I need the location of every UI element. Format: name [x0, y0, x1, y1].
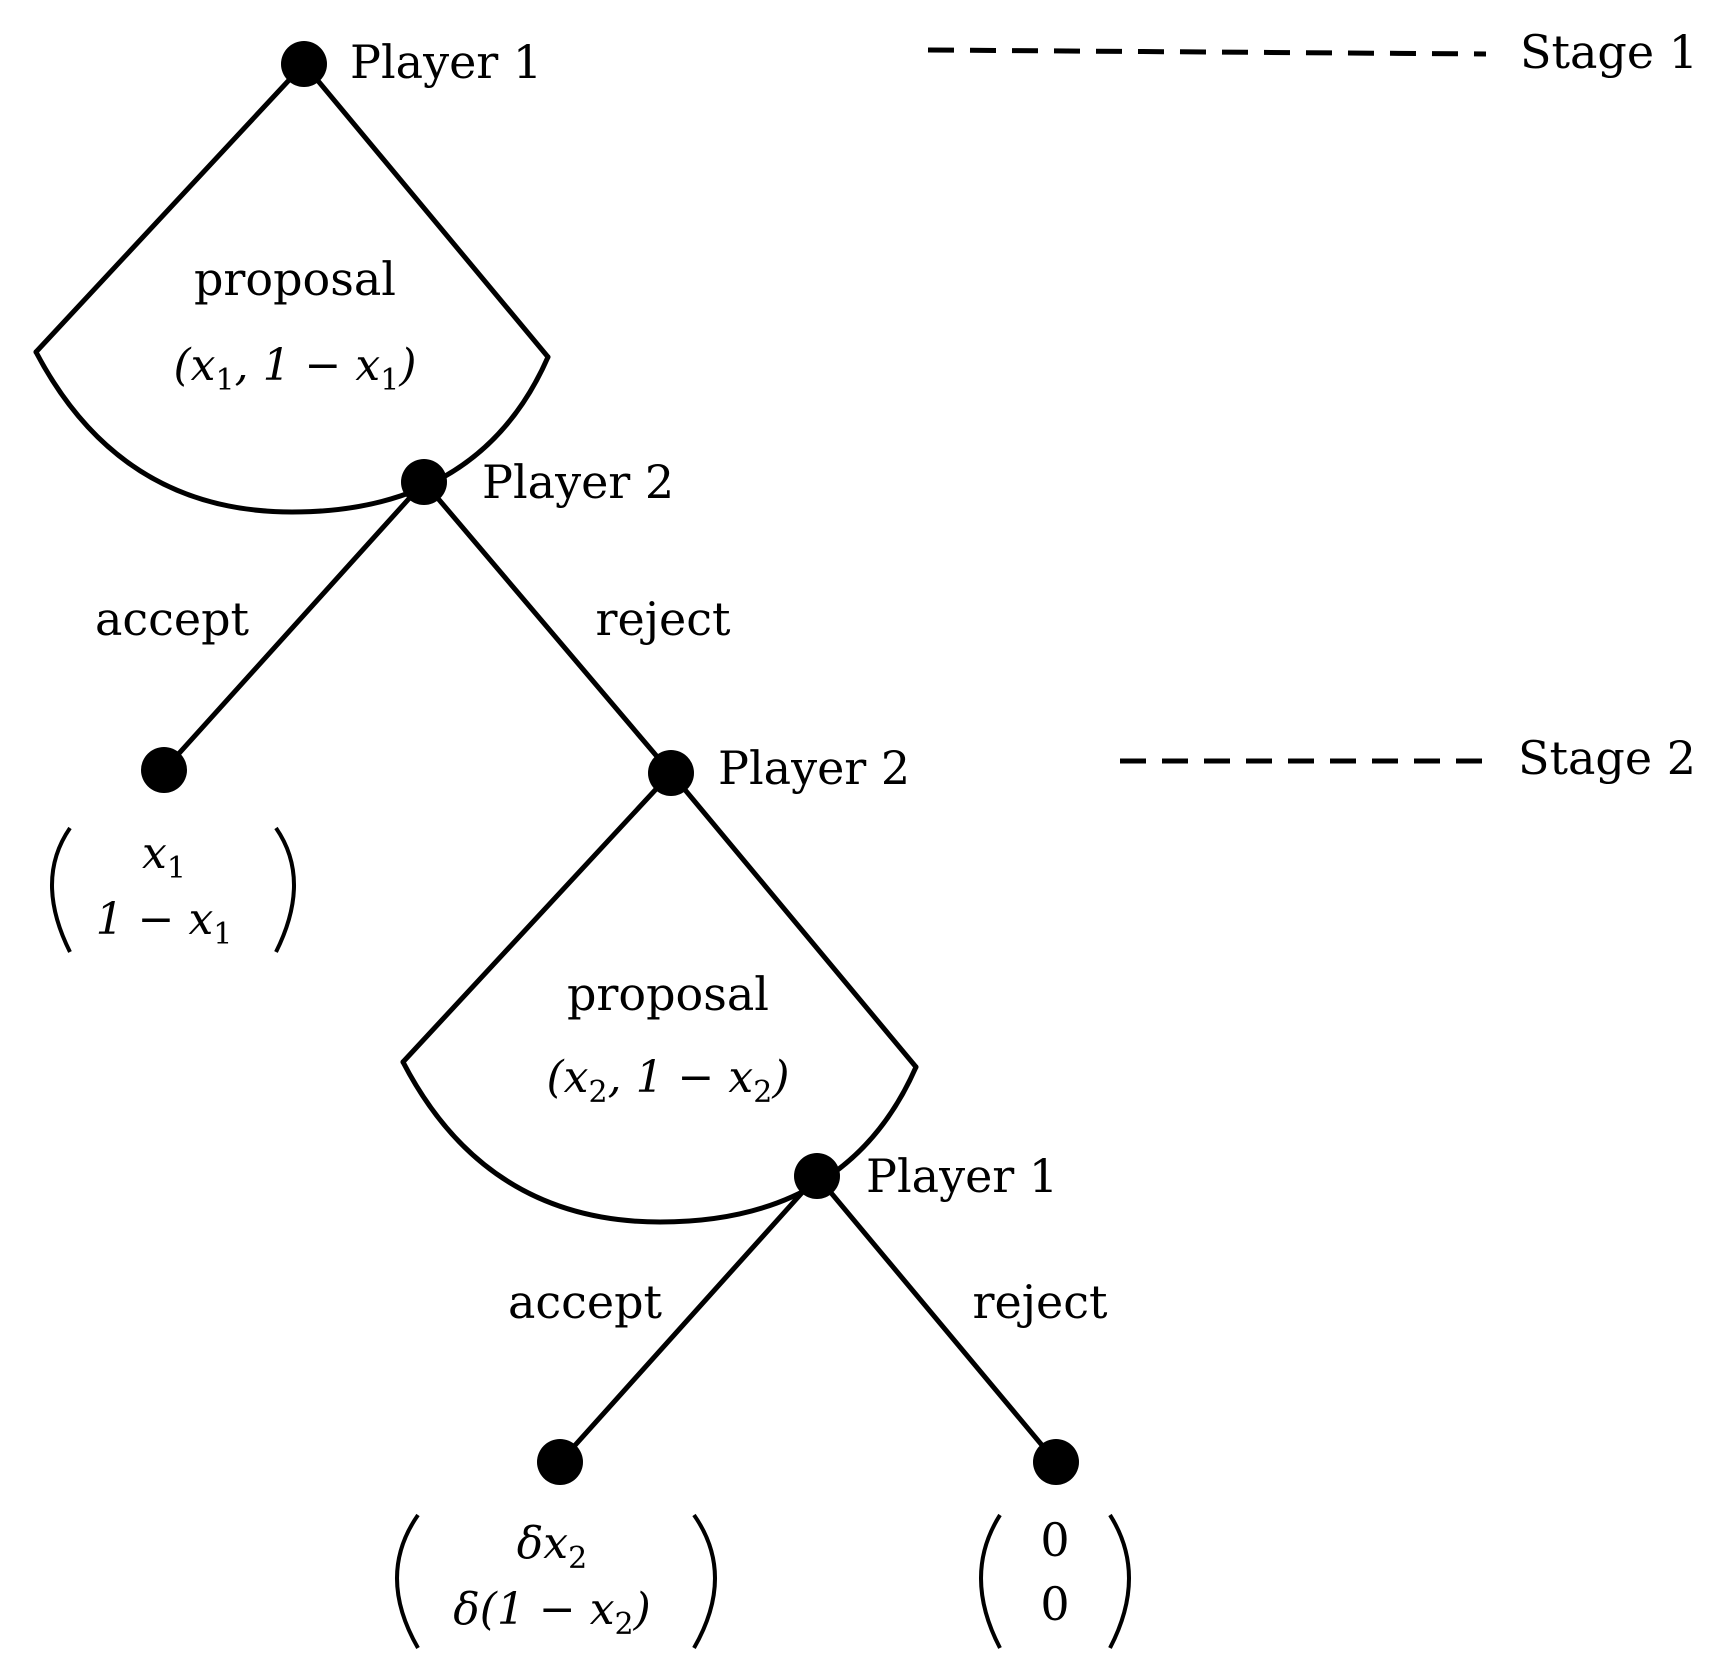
reject-1-label: reject — [596, 592, 731, 646]
payoff-accept-2: δx2 δ(1 − x2) — [395, 1513, 717, 1649]
payoff-2-top-sub: 2 — [568, 1541, 587, 1576]
payoff-1-bottom: 1 − x1 — [96, 894, 233, 952]
node-player-1-root — [281, 41, 327, 87]
payoff-2-bottom-main: δ(1 − x — [453, 1584, 614, 1635]
node-player-1-root-label: Player 1 — [350, 35, 542, 89]
proposal-1-sub-b: 1 — [380, 363, 399, 398]
node-player-2-responder — [401, 459, 447, 505]
proposal-2-left-edge — [400, 770, 674, 1065]
proposal-1-formula-left: (x — [174, 340, 216, 391]
payoff-2-left-paren — [395, 1513, 420, 1649]
proposal-2-formula-mid: , 1 − x — [608, 1052, 754, 1103]
payoff-1-left-paren — [50, 826, 72, 953]
payoff-3-left-paren — [979, 1513, 1002, 1649]
proposal-1-sub-a: 1 — [216, 363, 235, 398]
accept-2-edge — [557, 1173, 820, 1465]
payoff-accept-1: x1 1 − x1 — [50, 826, 296, 953]
payoff-2-bottom-close: ) — [633, 1584, 651, 1635]
proposal-1-formula: (x1, 1 − x1) — [174, 340, 417, 398]
proposal-2-sub-b: 2 — [753, 1075, 772, 1110]
payoff-2-top-main: δx — [517, 1518, 568, 1569]
node-player-1-responder-label: Player 1 — [866, 1149, 1058, 1203]
proposal-2-arc — [400, 1059, 919, 1225]
payoff-2-bottom: δ(1 − x2) — [453, 1584, 651, 1642]
payoff-2-right-paren — [692, 1513, 717, 1649]
payoff-1-top-sub: 1 — [167, 851, 186, 886]
node-terminal-accept-2 — [537, 1439, 583, 1485]
stage-1-dashed-line — [927, 47, 1487, 57]
payoff-3-bottom: 0 — [1040, 1577, 1069, 1631]
proposal-1-right-edge — [301, 61, 551, 360]
node-player-2-proposer-label: Player 2 — [718, 741, 910, 795]
payoff-1-top: x1 — [142, 828, 186, 886]
accept-1-label: accept — [95, 592, 250, 646]
payoff-1-right-paren — [274, 826, 296, 953]
proposal-1-arc — [33, 349, 551, 515]
node-terminal-reject-2 — [1033, 1439, 1079, 1485]
accept-2-label: accept — [508, 1275, 663, 1329]
stage-1-label: Stage 1 — [1520, 25, 1698, 79]
node-player-2-responder-label: Player 2 — [482, 455, 674, 509]
payoff-1-top-main: x — [142, 828, 167, 879]
stage-2-label: Stage 2 — [1518, 731, 1696, 785]
payoff-2-bottom-sub: 2 — [615, 1607, 634, 1642]
proposal-2-right-edge — [668, 770, 919, 1070]
proposal-2-formula: (x2, 1 − x2) — [547, 1052, 790, 1110]
proposal-2-formula-left: (x — [547, 1052, 589, 1103]
proposal-2-formula-close: ) — [771, 1052, 789, 1103]
payoff-3-top: 0 — [1040, 1513, 1069, 1567]
payoff-1-bottom-sub: 1 — [213, 917, 232, 952]
node-player-2-proposer — [648, 750, 694, 796]
proposal-1-formula-close: ) — [398, 340, 416, 391]
reject-2-edge — [814, 1173, 1059, 1465]
reject-2-label: reject — [973, 1275, 1108, 1329]
proposal-1-title: proposal — [194, 252, 396, 306]
payoff-1-bottom-main: 1 − x — [96, 894, 214, 945]
proposal-2-sub-a: 2 — [589, 1075, 608, 1110]
payoff-reject-2: 0 0 — [979, 1513, 1131, 1649]
accept-1-edge — [161, 479, 427, 773]
proposal-1-left-edge — [33, 61, 307, 355]
payoff-3-right-paren — [1108, 1513, 1131, 1649]
reject-1-edge — [421, 479, 674, 776]
node-terminal-accept-1 — [141, 747, 187, 793]
payoff-2-top: δx2 — [517, 1518, 587, 1576]
proposal-1-formula-mid: , 1 − x — [235, 340, 381, 391]
proposal-2-title: proposal — [567, 967, 769, 1021]
node-player-1-responder — [794, 1153, 840, 1199]
